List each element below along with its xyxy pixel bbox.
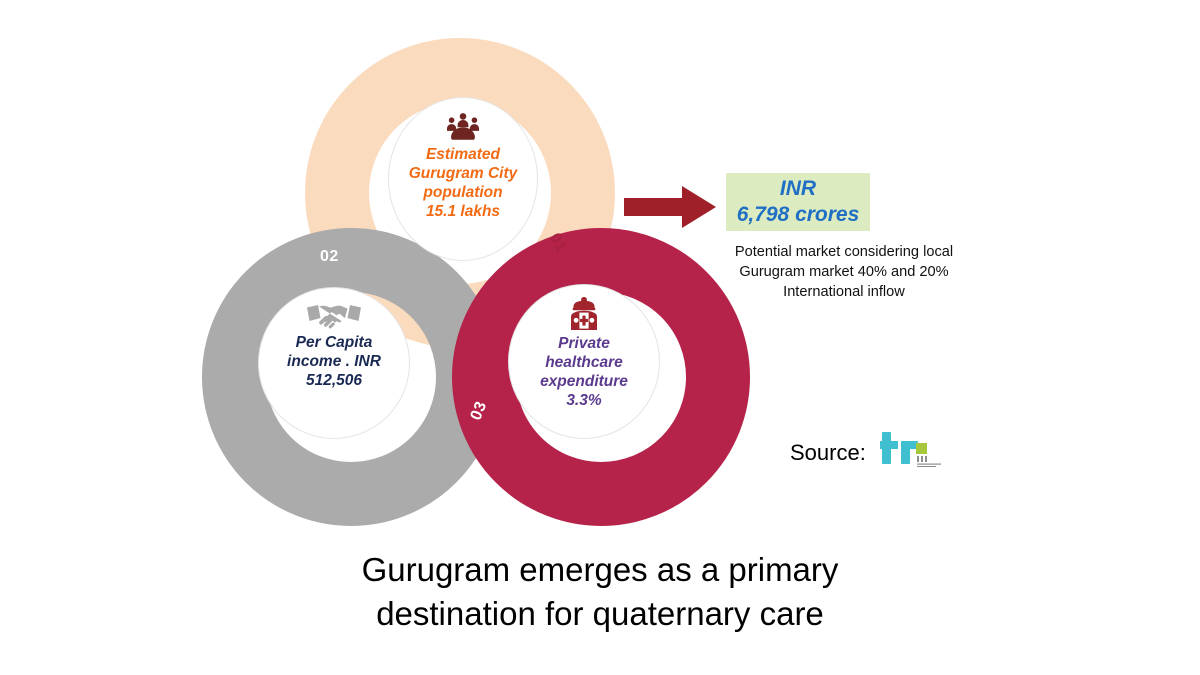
techsci-research-logo-icon (879, 432, 948, 474)
venn-diagram: 01 02 03 Estimated Gurugram City populat… (202, 38, 750, 526)
right-arrow-icon (624, 186, 716, 228)
segment-card-expenditure: Private healthcare expenditure 3.3% (508, 284, 660, 439)
segment-text-income: Per Capita income . INR 512,506 (287, 334, 381, 389)
callout-amount: 6,798 crores (736, 203, 860, 226)
callout-note: Potential market considering local Gurug… (734, 244, 954, 300)
source-attribution: Source: (790, 432, 948, 474)
callout-currency: INR (779, 176, 817, 200)
step-number-02: 02 (320, 248, 339, 265)
people-group-icon (443, 112, 483, 142)
page-title: Gurugram emerges as a primary destinatio… (361, 551, 839, 632)
source-label: Source: (790, 440, 866, 465)
segment-card-population: Estimated Gurugram City population 15.1 … (388, 97, 538, 261)
market-value-callout: INR 6,798 crores (726, 173, 870, 231)
doctor-icon (563, 297, 605, 331)
segment-card-income: Per Capita income . INR 512,506 (258, 287, 410, 439)
segment-text-expenditure: Private healthcare expenditure 3.3% (540, 335, 628, 409)
handshake-icon (305, 300, 363, 330)
segment-text-population: Estimated Gurugram City population 15.1 … (408, 146, 518, 220)
